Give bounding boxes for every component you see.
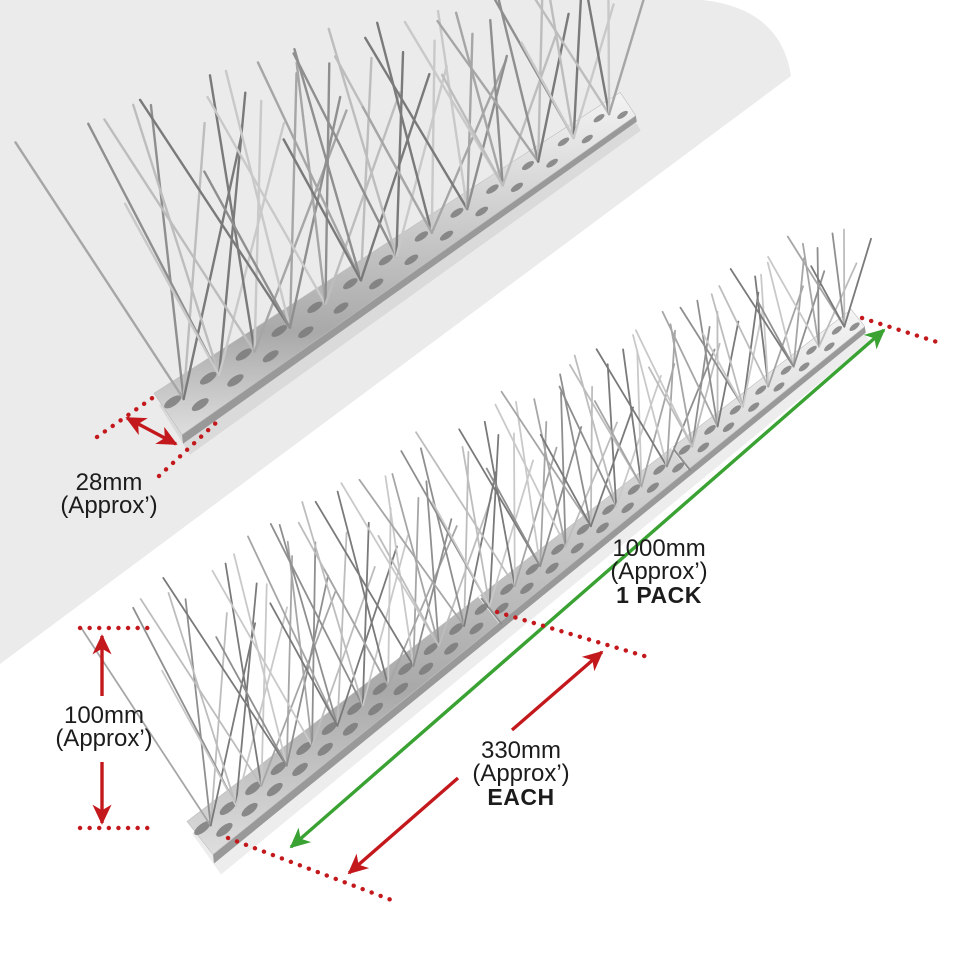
section-boundary-dotted-line [494, 609, 654, 661]
width-extension-dotted-line [94, 391, 161, 440]
total-length-approx: (Approx’) [610, 558, 708, 585]
width-dimension-label: 28mm (Approx’) [27, 469, 191, 519]
width-value: 28mm [75, 469, 143, 496]
total-length-double-arrow [289, 328, 886, 849]
width-extension-dotted-line [156, 417, 222, 479]
section-arrow-upper [510, 650, 604, 732]
section-left-dotted-line [225, 835, 397, 904]
section-length-label: 330mm (Approx’) EACH [439, 739, 603, 809]
section-length-value: 330mm [480, 737, 562, 764]
width-approx: (Approx’) [60, 492, 158, 519]
strip-right-end-dotted-line [859, 315, 940, 345]
total-length-value: 1000mm [612, 535, 706, 562]
section-length-annotation [225, 315, 940, 904]
total-length-label: 1000mm (Approx’) 1 PACK [577, 537, 741, 607]
width-double-arrow [125, 416, 178, 446]
total-length-annotation [289, 328, 886, 849]
section-arrow-lower [347, 776, 460, 875]
width-dimension-annotation [94, 391, 222, 479]
height-approx: (Approx’) [55, 725, 153, 752]
height-value: 100mm [63, 702, 145, 729]
section-length-qualifier: EACH [487, 784, 555, 810]
section-length-approx: (Approx’) [472, 760, 570, 787]
total-length-qualifier: 1 PACK [616, 582, 702, 608]
height-dimension-label: 100mm (Approx’) [22, 702, 186, 752]
height-dimension-annotation [77, 625, 151, 831]
